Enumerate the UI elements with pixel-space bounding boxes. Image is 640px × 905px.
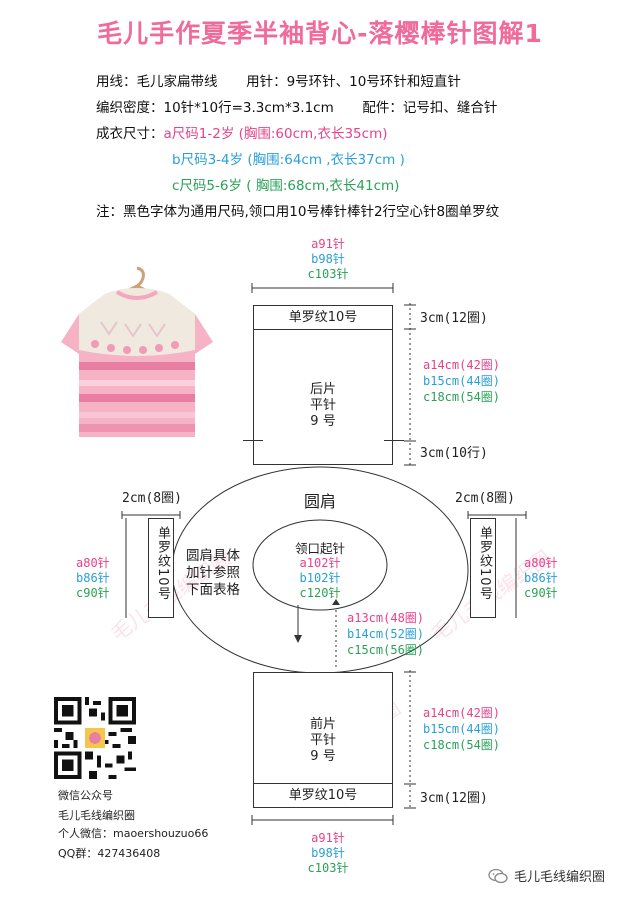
footer-name: 毛儿毛线编织圈	[58, 809, 135, 822]
yarn-label: 用线：毛儿家扁带线	[96, 74, 218, 90]
footer-personal: 个人微信：maoershouzuo66	[58, 827, 209, 840]
back-height-a: a14cm(42圈)	[423, 358, 501, 372]
neck-b: b102针	[299, 571, 341, 585]
yoke-title: 圆肩	[303, 492, 336, 511]
wechat-icon	[488, 868, 508, 883]
right-sleeve-rib-box	[470, 518, 496, 618]
yarn-info: 用线：毛儿家扁带线 用针：9号环针、10号环针和短直针	[96, 70, 461, 90]
vest-photo	[45, 262, 230, 447]
gauge-label: 编织密度：10针*10行=3.3cm*3.1cm	[96, 100, 334, 116]
footer-qq: QQ群：427436408	[58, 847, 161, 860]
yoke-ref-note: 圆肩具体 加针参照 下面表格	[186, 548, 240, 599]
back-top-a: a91针	[311, 237, 345, 251]
right-sleeve-a: a80针	[524, 556, 558, 570]
left-sleeve-rib-box	[148, 518, 174, 618]
yoke-height-a: a13cm(48圈)	[347, 611, 425, 625]
front-bottom-c: c103针	[307, 861, 349, 875]
size-label: 成衣尺寸：	[96, 126, 164, 142]
size-a-row: 成衣尺寸：a尺码1-2岁 (胸围:60cm,衣长35cm)	[96, 122, 388, 142]
yoke-height-b: b14cm(52圈)	[347, 627, 425, 641]
back-height-b: b15cm(44圈)	[423, 374, 501, 388]
back-top-c: c103针	[307, 267, 349, 281]
back-bottom-height: 3cm(10行)	[420, 446, 488, 461]
yoke-ref-2: 加针参照	[186, 565, 240, 581]
back-label: 后片 平针 9 号	[254, 382, 392, 430]
yoke-height-c: c15cm(56圈)	[347, 643, 425, 657]
gauge-info: 编织密度：10针*10行=3.3cm*3.1cm 配件：记号扣、缝合针	[96, 96, 497, 116]
right-sleeve-b: b86针	[524, 571, 558, 585]
back-label-3: 9 号	[310, 414, 336, 429]
size-b: b尺码3-4岁 (胸围:64cm ,衣长37cm )	[172, 152, 405, 168]
front-rib-band: 单罗纹10号	[254, 783, 392, 807]
back-width-arrow	[251, 283, 394, 293]
back-height-c: c18cm(54圈)	[423, 390, 501, 404]
back-rib-height: 3cm(12圈)	[420, 311, 488, 326]
front-height-a: a14cm(42圈)	[423, 706, 501, 720]
left-sleeve-b: b86针	[76, 571, 110, 585]
left-sleeve-c: c90针	[76, 586, 110, 600]
right-sleeve-height-line	[515, 518, 517, 618]
back-left-mark	[243, 440, 263, 441]
left-sleeve-width-line	[121, 511, 181, 519]
back-top-b: b98针	[311, 252, 345, 266]
back-label-2: 平针	[309, 398, 336, 413]
left-sleeve-width: 2cm(8圈)	[122, 491, 182, 506]
page-title: 毛儿手作夏季半袖背心-落樱棒针图解1	[97, 19, 543, 48]
qr-code[interactable]	[54, 697, 136, 779]
front-rib-height: 3cm(12圈)	[420, 791, 488, 806]
front-label-1: 前片	[309, 717, 336, 732]
front-label: 前片 平针 9 号	[254, 717, 392, 765]
left-sleeve-a: a80针	[76, 556, 110, 570]
accessories-label: 配件：记号扣、缝合针	[362, 100, 498, 116]
front-label-3: 9 号	[310, 749, 336, 764]
back-rib-band: 单罗纹10号	[254, 306, 392, 330]
front-height-c: c18cm(54圈)	[423, 738, 501, 752]
brand-badge: 毛儿毛线编织圈	[488, 866, 605, 885]
neck-cast-on: 领口起针	[294, 541, 345, 556]
left-sleeve-height-line	[125, 518, 127, 618]
front-width-arrow	[251, 815, 394, 825]
front-bottom-a: a91针	[311, 831, 345, 845]
brand-name: 毛儿毛线编织圈	[514, 870, 606, 885]
yoke-ref-1: 圆肩具体	[186, 548, 240, 564]
back-height-line	[404, 303, 416, 467]
front-panel: 前片 平针 9 号 单罗纹10号	[253, 672, 393, 808]
neck-a: a102针	[299, 556, 341, 570]
back-panel: 单罗纹10号 后片 平针 9 号	[253, 305, 393, 465]
right-sleeve-width-line	[467, 511, 527, 519]
front-height-b: b15cm(44圈)	[423, 722, 501, 736]
back-right-mark	[384, 440, 404, 441]
note: 注：黑色字体为通用尺码,领口用10号棒针棒针2行空心针8圈单罗纹	[96, 204, 500, 220]
front-bottom-b: b98针	[311, 846, 345, 860]
right-sleeve-rib: 单罗纹10号	[477, 526, 492, 601]
size-c: c尺码5-6岁 ( 胸围:68cm,衣长41cm)	[172, 178, 400, 194]
left-sleeve-rib: 单罗纹10号	[155, 526, 170, 601]
front-height-line	[404, 670, 416, 810]
back-label-1: 后片	[309, 382, 336, 397]
right-sleeve-width: 2cm(8圈)	[455, 491, 515, 506]
size-a: a尺码1-2岁 (胸围:60cm,衣长35cm)	[163, 126, 388, 142]
needle-label: 用针：9号环针、10号环针和短直针	[246, 74, 461, 90]
footer-wechat-official: 微信公众号	[58, 789, 113, 802]
yoke-ref-3: 下面表格	[186, 582, 240, 598]
neck-c: c120针	[299, 586, 341, 600]
right-sleeve-c: c90针	[524, 586, 558, 600]
front-label-2: 平针	[309, 733, 336, 748]
